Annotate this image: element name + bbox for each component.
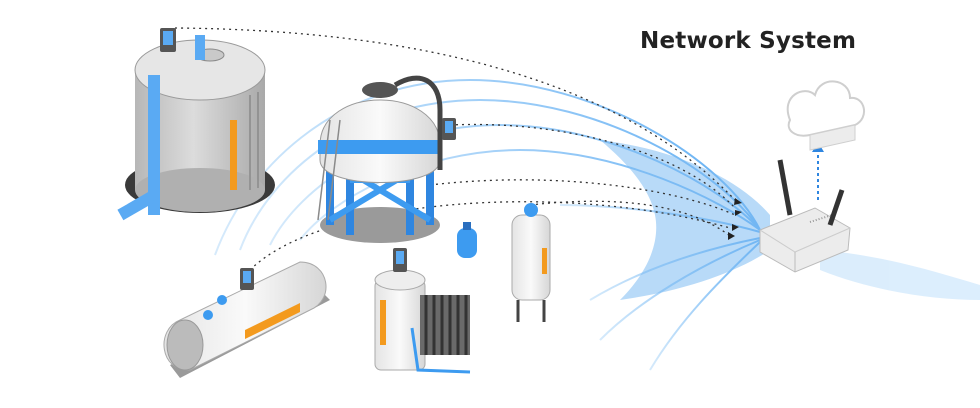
diagram-title: Network System <box>640 28 857 54</box>
wifi-router-icon <box>759 159 851 273</box>
spherical-tank-icon <box>317 75 456 243</box>
sensor-icon <box>393 248 407 272</box>
sensor-icon <box>442 118 456 140</box>
storage-tank-icon <box>117 28 275 221</box>
connection-line <box>249 201 731 271</box>
horizontal-tank-icon <box>163 261 330 378</box>
cloud-icon <box>786 80 865 151</box>
connection-line <box>529 200 731 237</box>
vertical-tank-icon <box>374 248 426 371</box>
sensor-icon <box>240 268 254 290</box>
pressure-vessel-icon <box>511 203 551 322</box>
sensor-icon <box>160 28 176 52</box>
data-connections <box>174 27 736 271</box>
connection-line <box>429 179 736 216</box>
connection-arrowheads <box>728 198 742 240</box>
cloud-upload-arrow <box>812 142 824 200</box>
connection-line <box>449 123 736 209</box>
signal-fill <box>600 140 980 300</box>
gas-cylinder-rack-icon <box>410 295 471 374</box>
small-cylinder-icon <box>457 222 477 258</box>
